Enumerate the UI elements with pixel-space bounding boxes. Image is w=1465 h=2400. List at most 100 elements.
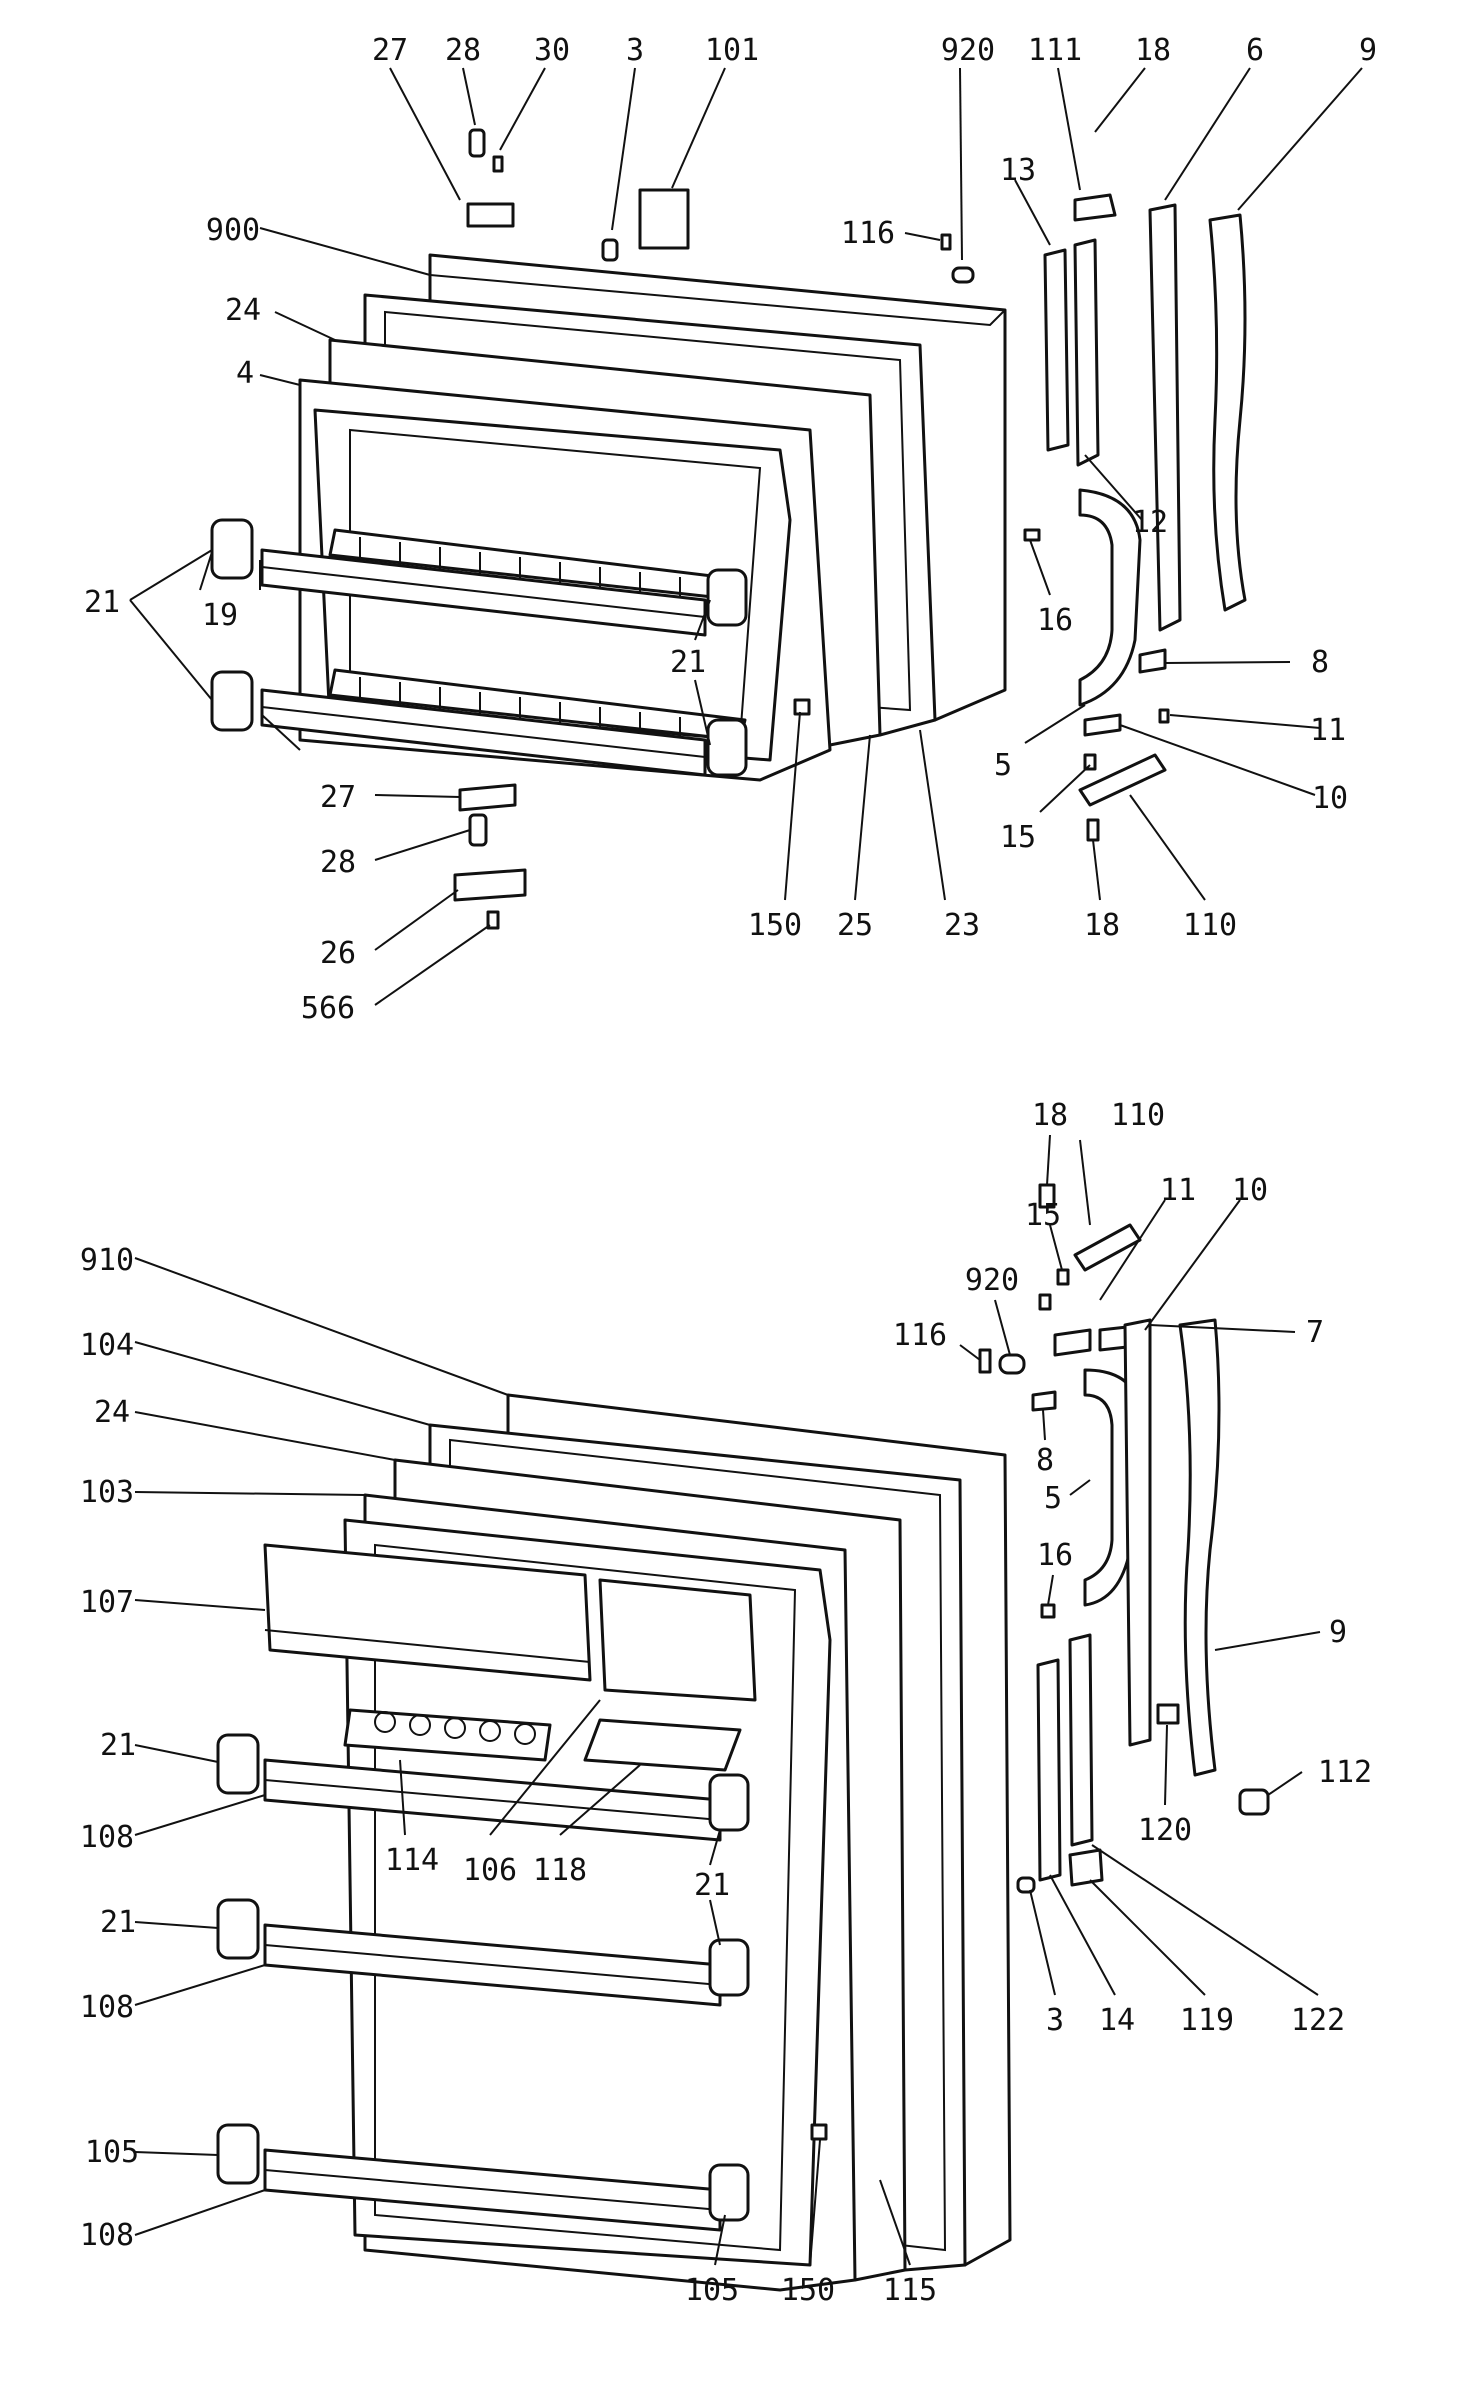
handle-insert xyxy=(1208,213,1247,612)
callout-label: 18 xyxy=(1084,908,1120,943)
callout-label: 16 xyxy=(1037,1538,1073,1573)
hinge-pin xyxy=(468,128,486,158)
hinge-plug xyxy=(601,238,619,262)
callout-label: 14 xyxy=(1099,2003,1135,2038)
callout-label: 114 xyxy=(385,1843,439,1878)
callout-label: 920 xyxy=(965,1263,1019,1298)
callout-label: 101 xyxy=(705,33,759,68)
callout-label: 106 xyxy=(463,1853,517,1888)
hinge-shim xyxy=(1031,1390,1057,1412)
callout-label: 105 xyxy=(685,2273,739,2308)
callout-label: 10 xyxy=(1232,1173,1268,1208)
callout-label: 27 xyxy=(372,33,408,68)
screw-16 xyxy=(1040,1603,1056,1619)
hinge-bracket xyxy=(466,202,515,228)
callout-label: 900 xyxy=(206,213,260,248)
callout-label: 10 xyxy=(1312,781,1348,816)
callout-label: 4 xyxy=(236,356,254,391)
callout-label: 23 xyxy=(944,908,980,943)
callout-label: 112 xyxy=(1318,1755,1372,1790)
callout-label: 30 xyxy=(534,33,570,68)
lower-hinge-bushing xyxy=(458,783,517,812)
callout-label: 105 xyxy=(85,2135,139,2170)
callout-label: 103 xyxy=(80,1475,134,1510)
utility-tray xyxy=(583,1718,742,1772)
lower-hinge-plate xyxy=(453,868,527,902)
callout-label: 11 xyxy=(1310,713,1346,748)
callout-label: 108 xyxy=(80,1820,134,1855)
callout-label: 9 xyxy=(1359,33,1377,68)
bar-end-cap xyxy=(708,1773,750,1832)
callout-label: 5 xyxy=(1044,1481,1062,1516)
side-trim xyxy=(1148,203,1182,632)
bar-end-cap xyxy=(706,568,748,627)
butter-compartment xyxy=(263,1543,592,1682)
bottom-hinge xyxy=(1078,753,1167,807)
callout-label: 104 xyxy=(80,1328,134,1363)
callout-label: 3 xyxy=(626,33,644,68)
callout-label: 7 xyxy=(1306,1315,1324,1350)
callout-label: 118 xyxy=(533,1853,587,1888)
callout-label: 6 xyxy=(1246,33,1264,68)
hinge-shim xyxy=(1138,648,1167,674)
callout-label: 119 xyxy=(1180,2003,1234,2038)
callout-label: 111 xyxy=(1028,33,1082,68)
callout-label: 28 xyxy=(320,845,356,880)
callout-label: 21 xyxy=(84,585,120,620)
callout-label: 21 xyxy=(694,1868,730,1903)
callout-label: 115 xyxy=(883,2273,937,2308)
callout-label: 27 xyxy=(320,780,356,815)
callout-label: 28 xyxy=(445,33,481,68)
bar-end-cap xyxy=(706,718,748,777)
callout-label: 15 xyxy=(1000,820,1036,855)
callout-label: 3 xyxy=(1046,2003,1064,2038)
lower-hinge-pin xyxy=(468,813,488,847)
lower-shelf-ribs xyxy=(359,677,681,736)
callout-label: 18 xyxy=(1032,1098,1068,1133)
callout-label: 566 xyxy=(301,991,355,1026)
hinge-screw xyxy=(1086,818,1100,842)
screw xyxy=(940,233,952,251)
callout-label: 910 xyxy=(80,1243,134,1278)
callout-label: 5 xyxy=(994,748,1012,783)
callout-label: 16 xyxy=(1037,603,1073,638)
screw-11 xyxy=(1158,708,1170,724)
callout-label: 12 xyxy=(1132,505,1168,540)
bar-end-cap xyxy=(216,2123,260,2185)
callout-label: 110 xyxy=(1183,908,1237,943)
plug-button xyxy=(998,1353,1026,1375)
callout-label: 26 xyxy=(320,936,356,971)
callout-label: 21 xyxy=(100,1728,136,1763)
magnet-bracket xyxy=(638,188,690,250)
bar-end-cap xyxy=(210,670,254,732)
callout-label: 8 xyxy=(1036,1443,1054,1478)
callout-label: 13 xyxy=(1000,153,1036,188)
callout-label: 19 xyxy=(202,598,238,633)
hinge-screw xyxy=(1038,1293,1052,1311)
upper-shelf-ribs xyxy=(359,537,721,600)
hinge-bracket-10 xyxy=(1083,713,1122,737)
plug-3 xyxy=(1016,1876,1036,1894)
door-handle xyxy=(1078,488,1142,707)
handle-trim-strip xyxy=(1043,248,1070,452)
liner-inner xyxy=(343,1518,832,2267)
callout-label: 108 xyxy=(80,1990,134,2025)
side-trim xyxy=(1123,1318,1152,1747)
bar-end-cap xyxy=(708,2163,750,2222)
screw-150 xyxy=(793,698,811,716)
callout-label: 116 xyxy=(893,1318,947,1353)
callout-labels: 27 28 30 3 101 920 111 18 6 9 116 13 900… xyxy=(80,33,1377,2308)
lower-hinge-screw xyxy=(486,910,500,930)
callout-label: 25 xyxy=(837,908,873,943)
upper-hinge xyxy=(1073,1223,1142,1272)
stop-120 xyxy=(1156,1703,1180,1725)
callout-label: 8 xyxy=(1311,645,1329,680)
bar-end-cap xyxy=(708,1938,750,1997)
callout-label: 150 xyxy=(781,2273,835,2308)
callout-label: 120 xyxy=(1138,1813,1192,1848)
handle-trim-strip xyxy=(1036,1658,1062,1882)
bar-end-cap xyxy=(216,1733,260,1795)
callout-label: 24 xyxy=(94,1395,130,1430)
callout-label: 15 xyxy=(1025,1198,1061,1233)
dairy-compartment xyxy=(598,1578,757,1702)
